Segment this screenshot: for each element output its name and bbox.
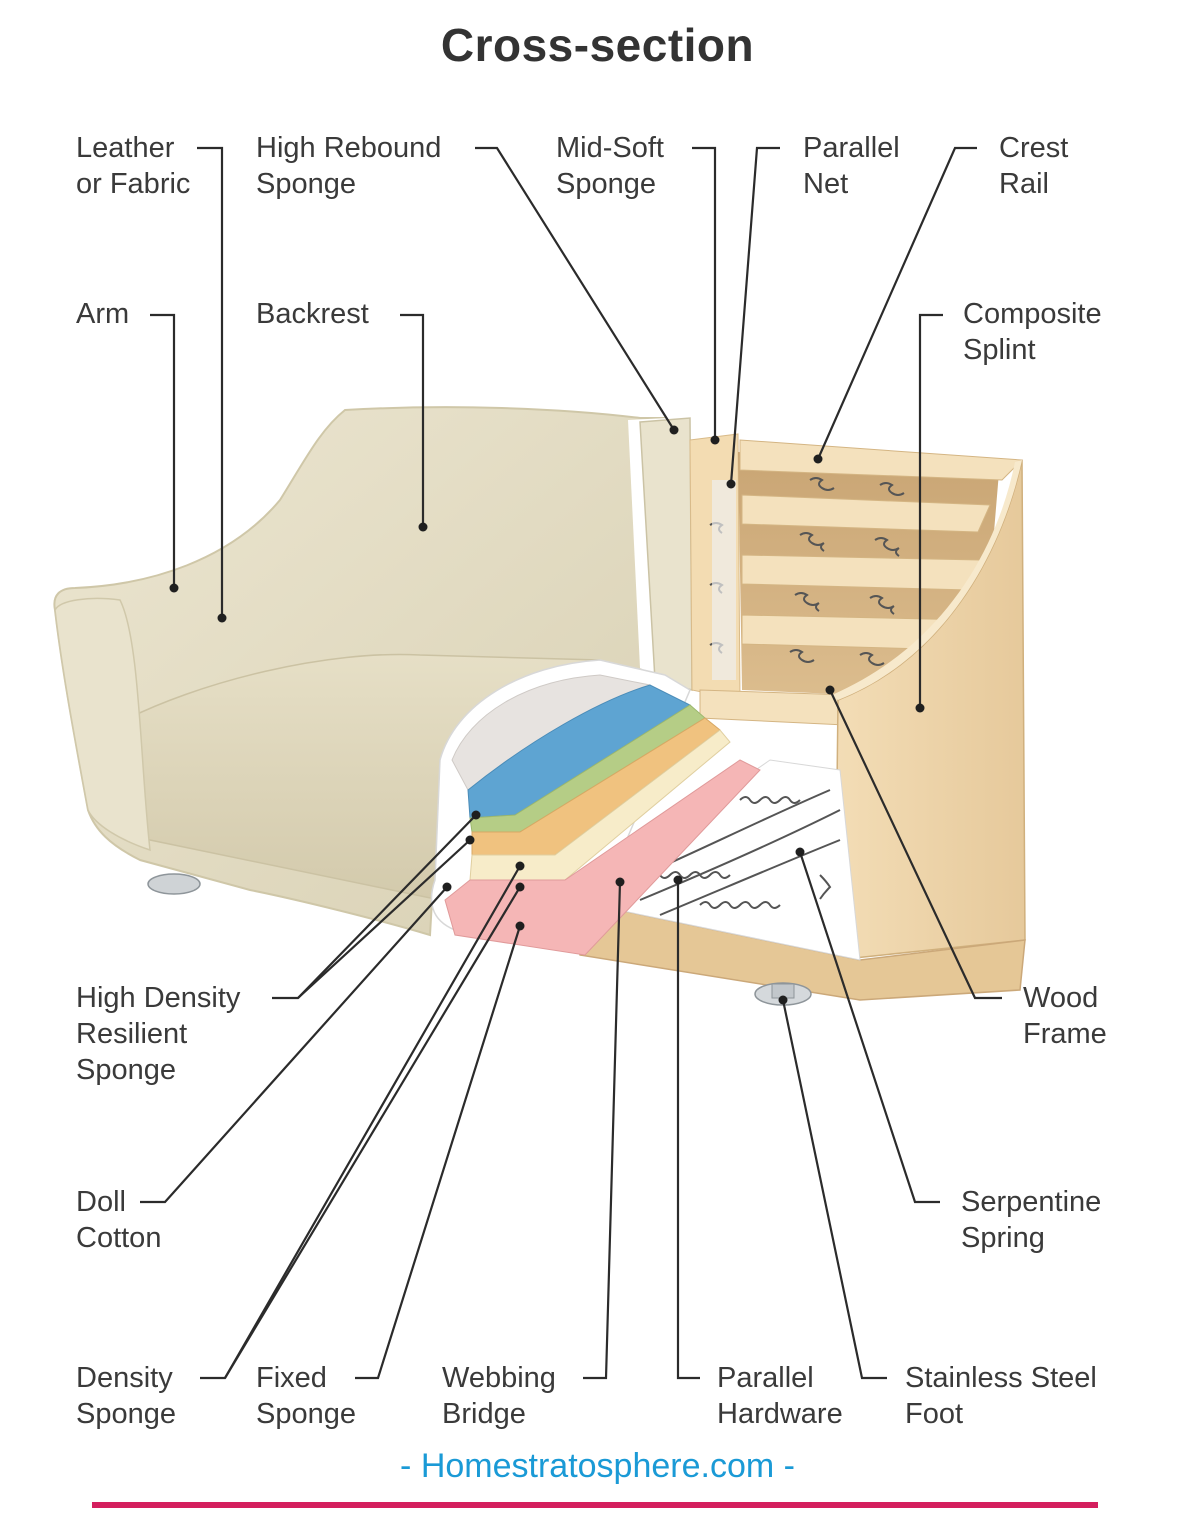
diagram-title: Cross-section <box>440 19 755 71</box>
webbing-bridge-layer <box>444 759 761 956</box>
site-credit: - Homestratosphere.com - <box>400 1447 795 1485</box>
parallel-net <box>712 480 736 680</box>
sofa-arm <box>54 597 151 852</box>
high-density-resilient-sponge <box>467 684 692 819</box>
leader-dots <box>169 425 925 1005</box>
label-arm: Arm <box>76 298 130 330</box>
footer-divider <box>92 1502 1098 1508</box>
left-foot <box>147 873 201 895</box>
leader-lines <box>140 146 1002 1380</box>
label-backrest: Backrest <box>256 298 369 330</box>
stainless-steel-foot <box>754 982 812 1006</box>
